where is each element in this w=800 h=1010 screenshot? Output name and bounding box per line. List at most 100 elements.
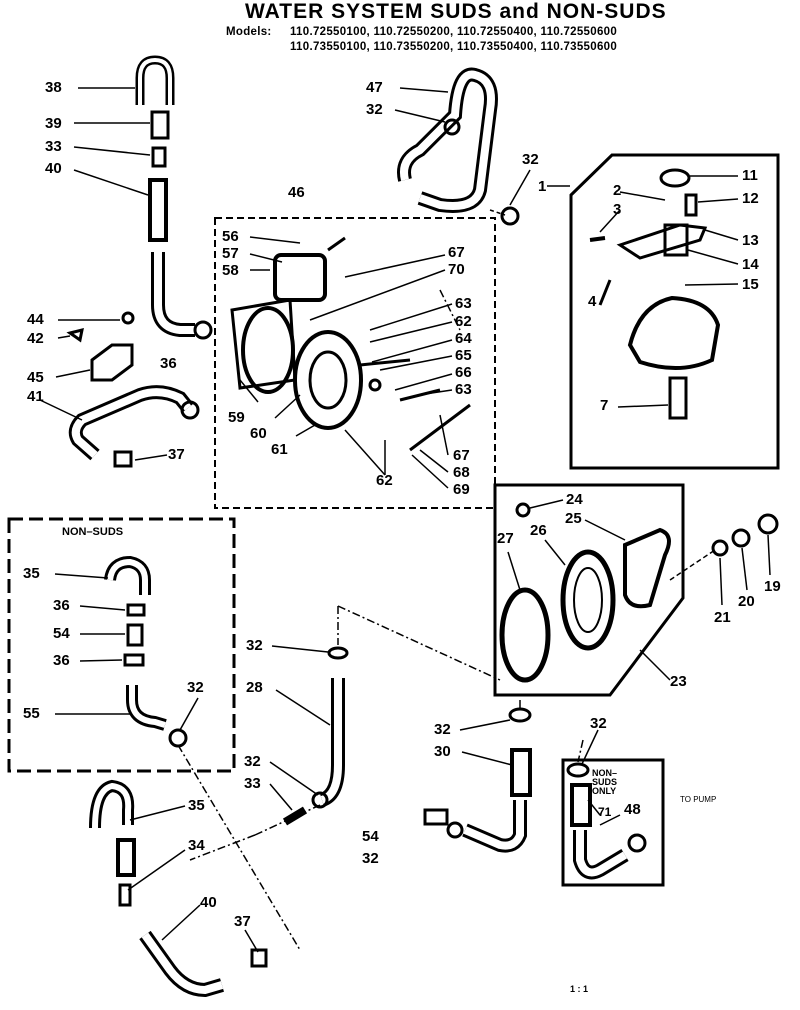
callout-70: 70	[448, 261, 465, 278]
callout-64: 64	[455, 330, 472, 347]
clamp-36d	[123, 653, 145, 667]
non-suds-box	[7, 517, 236, 773]
hose-34	[116, 838, 136, 877]
callout-1: 1	[538, 178, 547, 195]
callout-34: 34	[188, 837, 205, 854]
callout-11: 11	[742, 167, 758, 184]
nut-19	[757, 513, 779, 535]
callout-41: 41	[27, 388, 44, 405]
clip-42	[66, 327, 84, 343]
callout-67: 67	[453, 447, 470, 464]
callout-62: 62	[455, 313, 472, 330]
clamp-39	[150, 110, 170, 140]
screw-44	[121, 311, 135, 325]
callout-30: 30	[434, 743, 451, 760]
nozzle-27	[499, 587, 551, 683]
callout-36: 36	[53, 597, 70, 614]
callout-63: 63	[455, 295, 472, 312]
non-suds-only-label: NON–SUDS ONLY	[592, 768, 618, 796]
callout-65: 65	[455, 347, 472, 364]
block-14	[663, 223, 689, 257]
screw-4	[598, 279, 612, 306]
callout-54: 54	[53, 625, 70, 642]
callout-69: 69	[453, 481, 470, 498]
callout-2: 2	[613, 182, 622, 199]
callout-47: 47	[366, 79, 383, 96]
clamp-37a	[113, 450, 133, 468]
callout-59: 59	[228, 409, 245, 426]
callout-4: 4	[588, 293, 597, 310]
washer-20	[731, 528, 751, 548]
callout-32: 32	[590, 715, 607, 732]
group-46-box	[214, 217, 496, 509]
fitting-33a	[151, 146, 167, 168]
callout-37: 37	[168, 446, 185, 463]
clamp-36c	[126, 603, 146, 617]
to-pump-note: TO PUMP	[680, 795, 717, 804]
callout-60: 60	[250, 425, 267, 442]
callout-55: 55	[23, 705, 40, 722]
clamp-32g	[446, 821, 464, 839]
callout-54: 54	[362, 828, 379, 845]
non-suds-box-title: NON–SUDS	[62, 526, 124, 538]
callout-13: 13	[742, 232, 759, 249]
callout-32: 32	[522, 151, 539, 168]
clamp-32e	[311, 791, 329, 809]
callout-32: 32	[362, 850, 379, 867]
page-title: WATER SYSTEM SUDS and NON-SUDS	[245, 0, 667, 23]
callout-40: 40	[200, 894, 217, 911]
clip-24	[515, 502, 531, 518]
callout-67: 67	[448, 244, 465, 261]
callout-36: 36	[53, 652, 70, 669]
fitting-34b	[118, 883, 132, 907]
callout-32: 32	[246, 637, 263, 654]
callout-39: 39	[45, 115, 62, 132]
housing-15	[627, 295, 721, 371]
callout-40: 40	[45, 160, 62, 177]
callout-37: 37	[234, 913, 251, 930]
fitting-7	[668, 376, 688, 420]
callout-32: 32	[244, 753, 261, 770]
callout-14: 14	[742, 256, 759, 273]
solenoid-58	[273, 253, 327, 302]
pin-3	[589, 236, 606, 242]
fitting-54b	[423, 808, 449, 826]
callout-7: 7	[600, 397, 609, 414]
callout-56: 56	[222, 228, 239, 245]
valve-body-60	[241, 306, 295, 394]
callout-57: 57	[222, 245, 239, 262]
callout-35: 35	[188, 797, 205, 814]
clamp-32d	[327, 646, 349, 660]
washer-21	[711, 539, 729, 557]
non-suds-only-box	[561, 758, 665, 887]
callout-32: 32	[366, 101, 383, 118]
callout-26: 26	[530, 522, 547, 539]
diaphragm-61	[293, 330, 363, 430]
callout-58: 58	[222, 262, 239, 279]
footer-mark: 1 : 1	[570, 984, 589, 994]
callout-32: 32	[434, 721, 451, 738]
callout-38: 38	[45, 79, 62, 96]
callout-27: 27	[497, 530, 514, 547]
callout-63: 63	[455, 381, 472, 398]
callout-32: 32	[187, 679, 204, 696]
callout-68: 68	[453, 464, 470, 481]
callout-28: 28	[246, 679, 263, 696]
callout-33: 33	[244, 775, 261, 792]
fitting-54a	[126, 623, 144, 647]
callout-21: 21	[714, 609, 731, 626]
callout-42: 42	[27, 330, 44, 347]
cap-11	[659, 168, 691, 188]
lever-13	[616, 223, 708, 260]
callout-20: 20	[738, 593, 755, 610]
hose-40a	[148, 178, 168, 242]
clamp-36b	[180, 400, 200, 420]
callout-33: 33	[45, 138, 62, 155]
callout-19: 19	[764, 578, 781, 595]
models-line-1: 110.72550100, 110.72550200, 110.72550400…	[290, 26, 618, 38]
callout-46: 46	[288, 184, 305, 201]
group-1-box	[569, 153, 780, 470]
clamp-32f	[508, 707, 532, 723]
callout-66: 66	[455, 364, 472, 381]
